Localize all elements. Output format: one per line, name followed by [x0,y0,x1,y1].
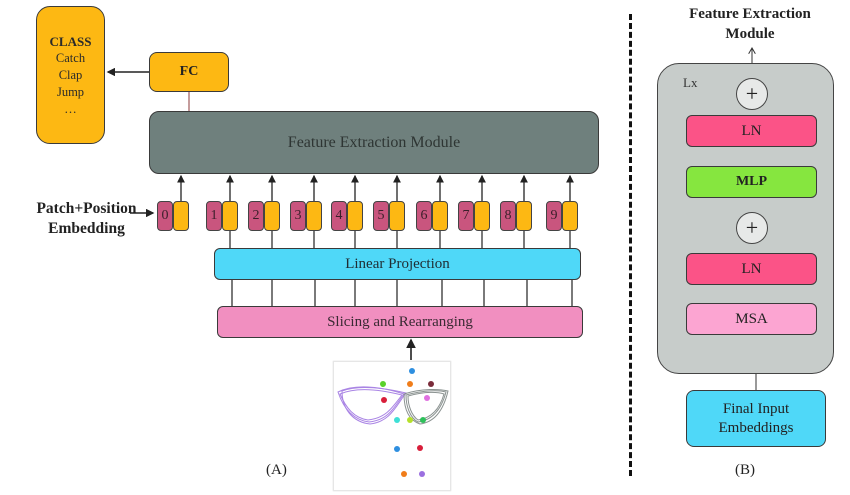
position-embedding: 1 [206,201,222,231]
position-embedding: 7 [458,201,474,231]
repeat-label: Lx [683,75,698,90]
patch-embedding [306,201,322,231]
final-input-embeddings-box: Final Input Embeddings [686,390,826,447]
patch-embedding [562,201,578,231]
add-icon: + [736,212,768,244]
input-line: Final Input [722,400,790,417]
fc-layer-box: FC [149,52,229,92]
position-embedding: 6 [416,201,432,231]
mlp-box: MLP [686,166,817,198]
feature-extraction-module-box: Feature Extraction Module [149,111,599,174]
patch-embedding [347,201,363,231]
patch-embedding [173,201,189,231]
trajectory-plot [337,368,449,477]
class-item: … [64,101,77,116]
title-line: Feature Extraction [689,6,811,22]
skeleton-trajectory-image [333,361,451,491]
position-embedding: 3 [290,201,306,231]
right-trajectory [403,388,449,425]
layer-norm-top-box: LN [686,115,817,147]
class-output-box: CLASS Catch Clap Jump … [36,6,105,144]
token-arrows [177,174,574,201]
patch-embedding [264,201,280,231]
add-icon: + [736,78,768,110]
position-embedding: 0 [157,201,173,231]
label-line: Embedding [48,220,125,237]
left-trajectory [337,386,407,425]
panel-divider [629,14,632,476]
position-embedding: 8 [500,201,516,231]
position-embedding: 4 [331,201,347,231]
position-embedding: 5 [373,201,389,231]
linear-projection-box: Linear Projection [214,248,581,280]
position-embedding: 2 [248,201,264,231]
msa-box: MSA [686,303,817,335]
patch-embedding [222,201,238,231]
panel-b-title: Feature Extraction Module [680,4,820,44]
caption-a: (A) [266,462,287,478]
title-line: Module [725,26,775,42]
patch-embedding [474,201,490,231]
slicing-rearranging-box: Slicing and Rearranging [217,306,583,338]
patch-position-embedding-label: Patch+Position Embedding [14,199,159,239]
class-title: CLASS [49,33,92,49]
patch-embedding [432,201,448,231]
layer-norm-bottom-box: LN [686,253,817,285]
patch-embedding [516,201,532,231]
input-line: Embeddings [718,419,794,436]
class-item: Jump [56,84,85,99]
joint-clusters [380,368,434,477]
class-item: Catch [55,50,86,65]
class-item: Clap [58,67,83,82]
caption-b: (B) [735,462,755,478]
position-embedding: 9 [546,201,562,231]
label-line: Patch+Position [36,200,137,217]
patch-embedding [389,201,405,231]
